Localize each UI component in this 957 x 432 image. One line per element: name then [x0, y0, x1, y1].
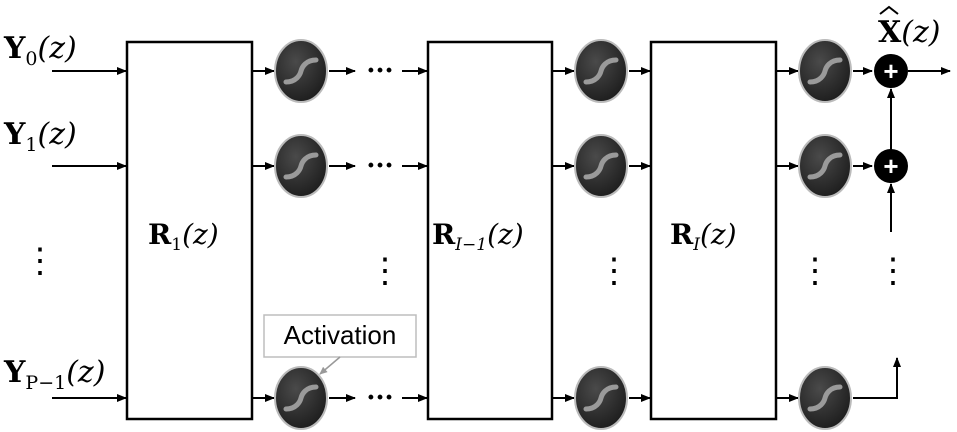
activation-icon	[574, 366, 628, 430]
vertical-ellipsis: ⋮	[876, 251, 910, 291]
output-label: X(z)	[878, 5, 941, 50]
vertical-ellipsis: ⋮	[798, 251, 832, 291]
input-label-p-1: YP−1(z)	[3, 355, 105, 394]
activation-icon	[798, 366, 852, 430]
svg-text:+: +	[883, 56, 898, 86]
block-r1	[125, 40, 254, 421]
activation-annotation-box	[263, 314, 417, 358]
activation-icon	[274, 39, 328, 103]
block-r-i	[649, 40, 778, 421]
vertical-ellipsis: ⋮	[368, 251, 402, 291]
activation-icon	[574, 39, 628, 103]
svg-text:X(z): X(z)	[878, 15, 941, 50]
input-label-1: Y1(z)	[3, 117, 77, 156]
activation-icon	[798, 39, 852, 103]
block-r-i-label: RI(z)	[670, 218, 737, 255]
vertical-ellipsis: ⋮	[597, 251, 631, 291]
adder-icon: +	[874, 54, 908, 88]
input-vertical-ellipsis: ⋮	[23, 241, 57, 281]
horizontal-ellipsis: ···	[366, 383, 393, 413]
activation-icon	[798, 134, 852, 198]
block-r1-label: R1(z)	[148, 218, 219, 255]
adder-icon: +	[874, 149, 908, 183]
block-r-i-minus-1	[426, 40, 554, 421]
svg-text:+: +	[883, 151, 898, 181]
horizontal-ellipsis: ···	[366, 56, 393, 86]
horizontal-ellipsis: ···	[366, 151, 393, 181]
input-label-0: Y0(z)	[3, 31, 77, 70]
activation-annotation-label: Activation	[284, 320, 397, 350]
activation-icon	[274, 366, 328, 430]
activation-icon	[274, 134, 328, 198]
activation-icon	[574, 134, 628, 198]
block-r-i-minus-1-label: RI−1(z)	[432, 218, 524, 255]
